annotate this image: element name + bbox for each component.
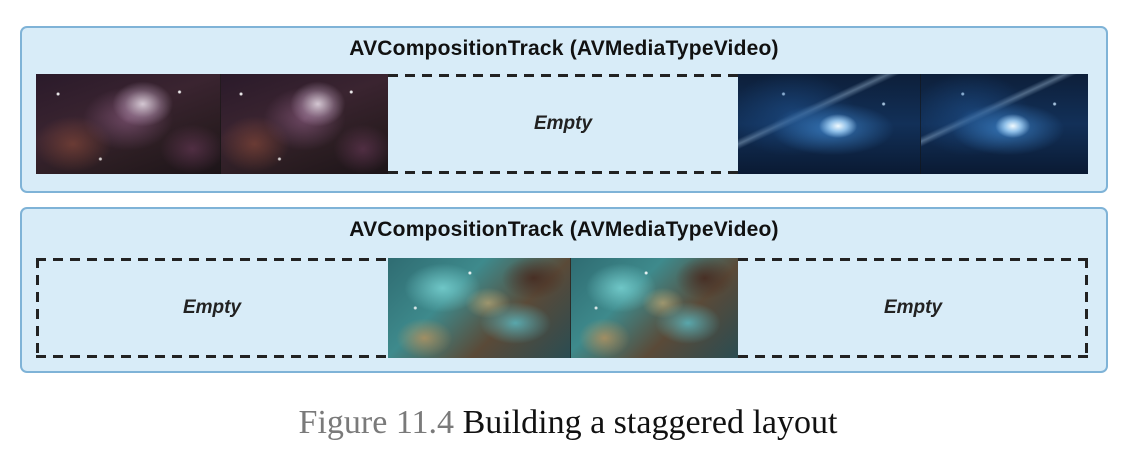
empty-label: Empty xyxy=(533,113,593,134)
clip-frame xyxy=(220,74,388,174)
empty-segment: Empty xyxy=(738,258,1088,358)
composition-track-2: AVCompositionTrack (AVMediaTypeVideo) Em… xyxy=(20,207,1108,373)
figure-title: Building a staggered layout xyxy=(462,404,838,441)
clip-frame xyxy=(36,74,220,174)
clip-frame xyxy=(388,258,570,358)
composition-track-1: AVCompositionTrack (AVMediaTypeVideo) Em… xyxy=(20,26,1108,193)
figure-number: Figure 11.4 xyxy=(298,404,455,441)
empty-segment: Empty xyxy=(36,258,388,358)
empty-label: Empty xyxy=(883,297,943,318)
track-title: AVCompositionTrack (AVMediaTypeVideo) xyxy=(349,37,779,60)
clip-frame xyxy=(570,258,738,358)
video-clip-purple-nebula xyxy=(36,74,388,174)
clip-frame xyxy=(738,74,920,174)
track-title: AVCompositionTrack (AVMediaTypeVideo) xyxy=(349,218,779,241)
figure-caption: Figure 11.4 Building a staggered layout xyxy=(0,404,1136,442)
video-clip-blue-galaxy xyxy=(738,74,1088,174)
clip-frame xyxy=(920,74,1088,174)
video-clip-teal-nebula xyxy=(388,258,738,358)
empty-label: Empty xyxy=(182,297,242,318)
empty-segment: Empty xyxy=(388,74,738,174)
